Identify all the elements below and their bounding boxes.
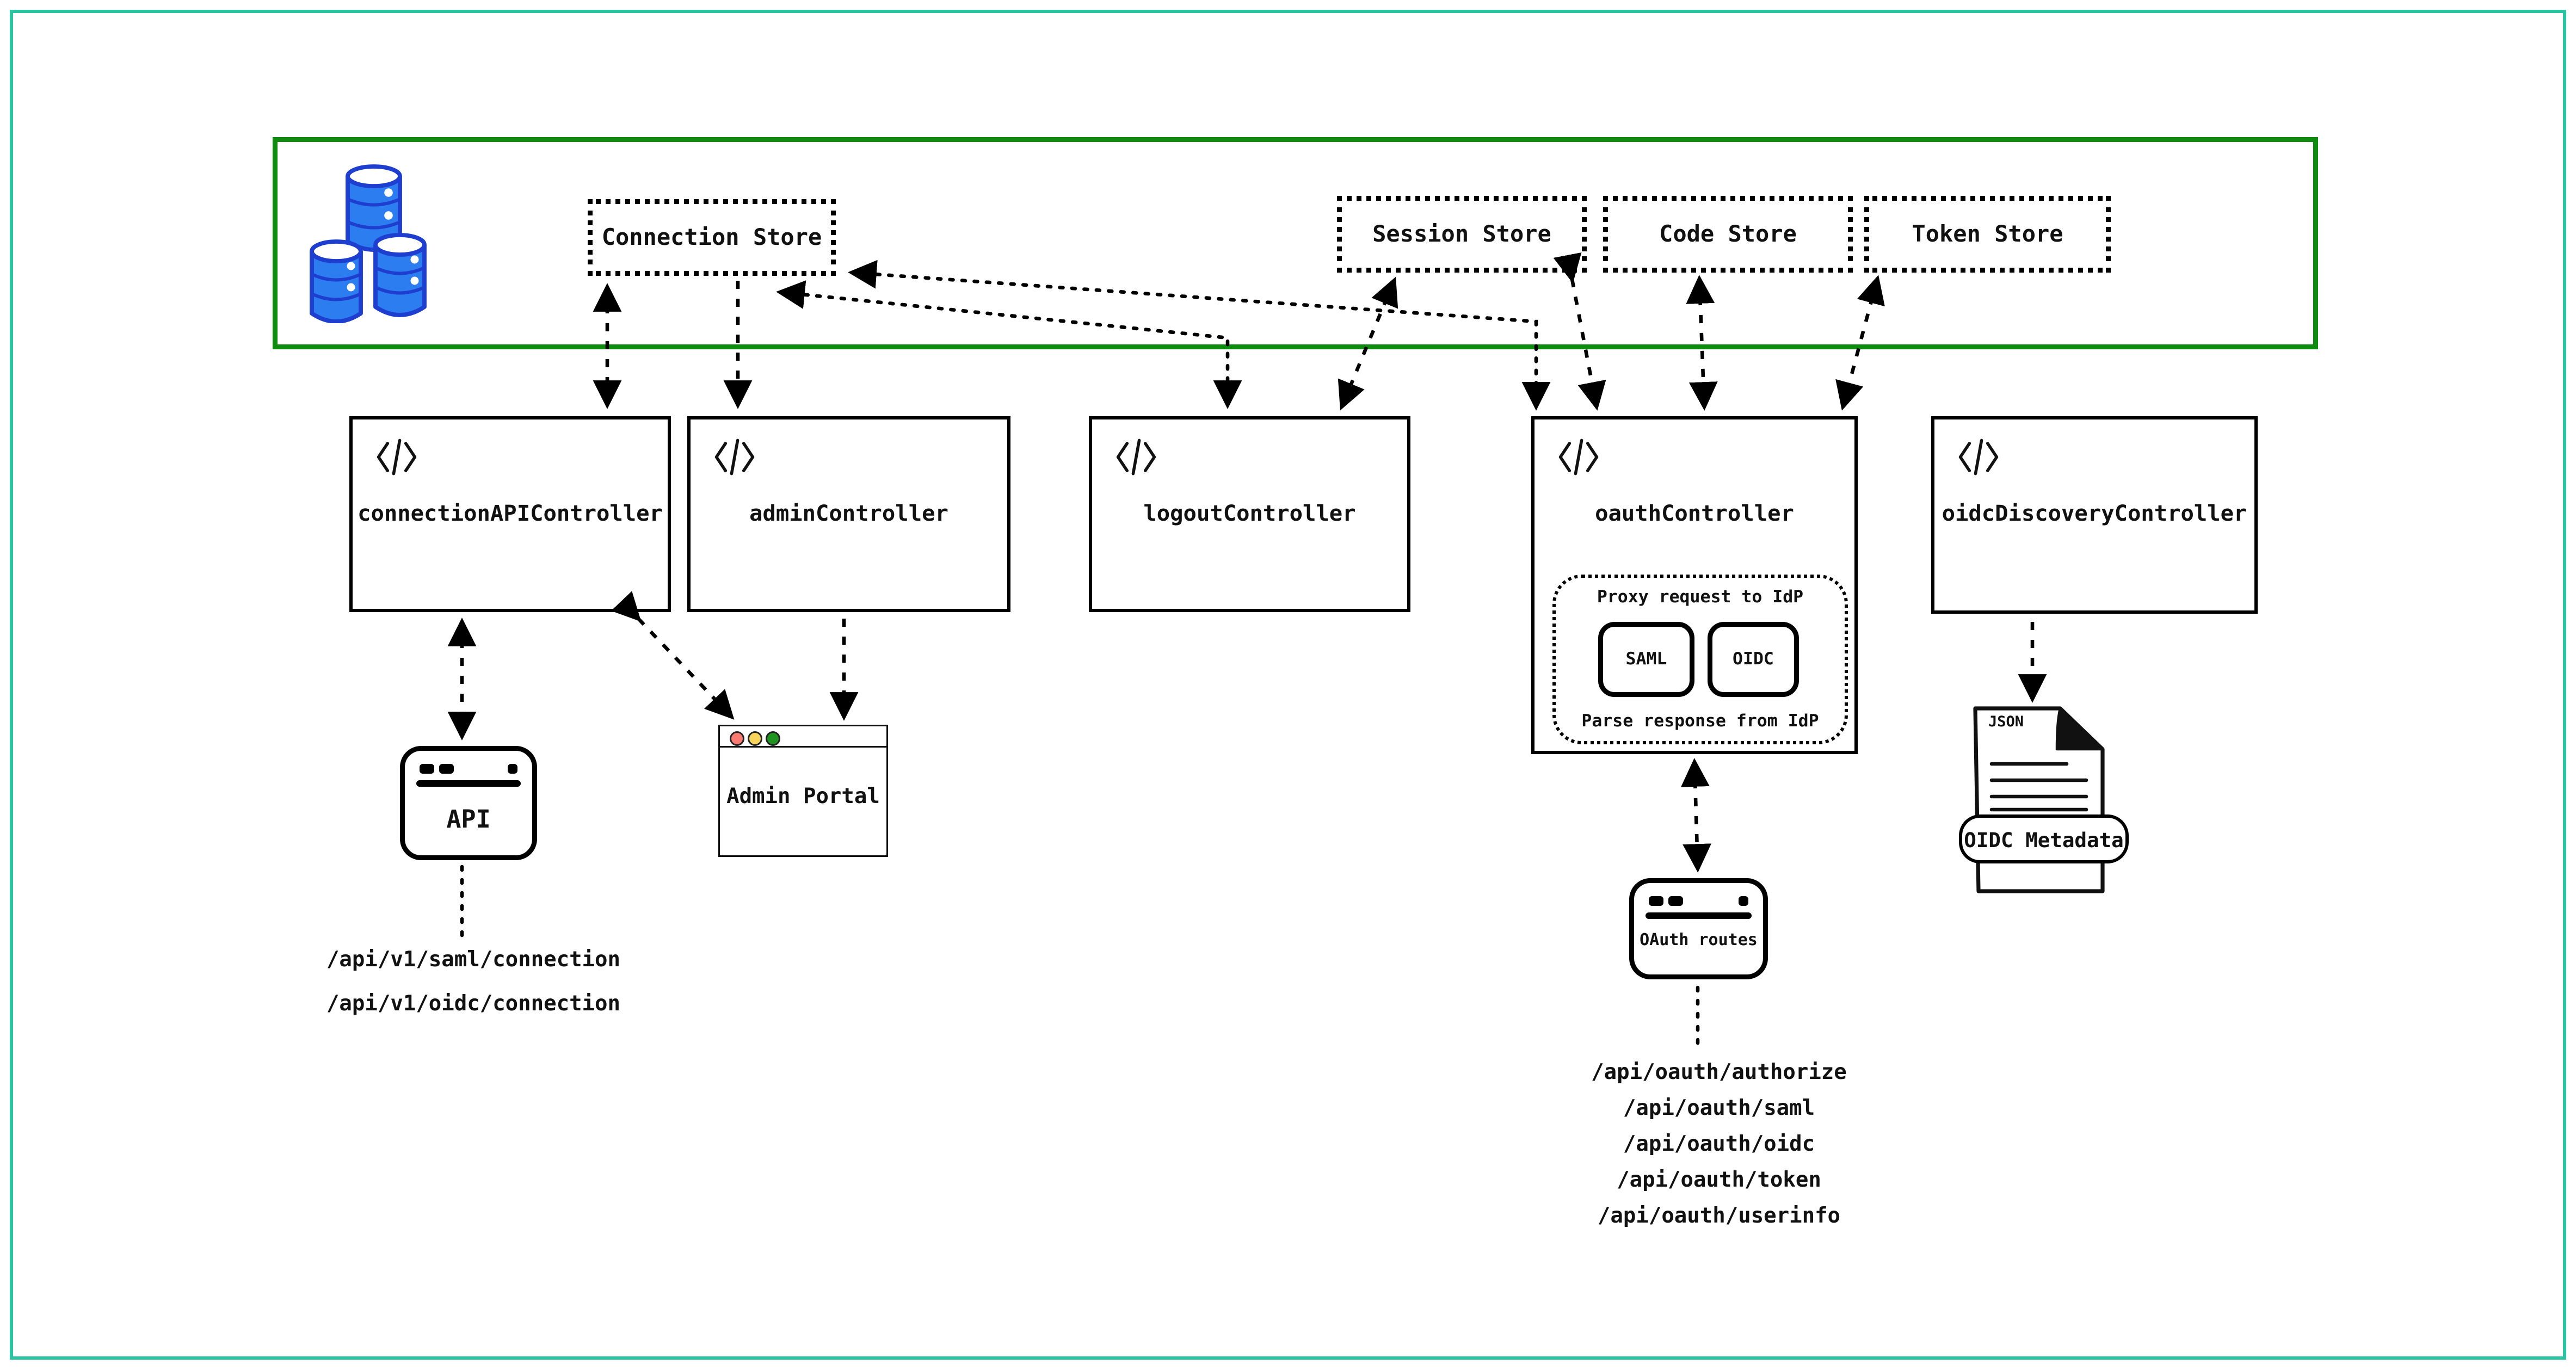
code-store-box: Code Store: [1603, 196, 1853, 273]
oauth-route-item: /api/oauth/saml: [1623, 1097, 1815, 1121]
oauth-controller-label: oauthController: [1595, 501, 1794, 527]
oauth-route-item: /api/oauth/userinfo: [1597, 1205, 1841, 1229]
saml-label: SAML: [1625, 650, 1667, 669]
oidc-protocol-box: OIDC: [1708, 622, 1799, 697]
api-window: API: [400, 746, 537, 860]
window-tab-icon: [439, 764, 454, 773]
proxy-request-label: Proxy request to IdP: [1597, 588, 1804, 607]
admin-portal-titlebar: [720, 726, 886, 748]
window-tab-icon: [1668, 896, 1683, 905]
connection-api-controller-label: connectionAPIController: [358, 501, 663, 527]
admin-controller-label: adminController: [749, 501, 948, 527]
code-icon: [1958, 439, 1999, 476]
token-store-box: Token Store: [1864, 196, 2111, 273]
oauth-routes-window-title: OAuth routes: [1640, 932, 1758, 950]
window-bar-icon: [1646, 912, 1752, 918]
oauth-routes-window: OAuth routes: [1629, 878, 1768, 979]
window-tab-icon: [420, 764, 434, 773]
code-icon: [1116, 439, 1156, 476]
window-dot-icon: [1737, 895, 1748, 906]
saml-protocol-box: SAML: [1598, 622, 1694, 697]
close-traffic-light-icon: [730, 730, 744, 745]
oauth-controller-box: oauthController Proxy request to IdP SAM…: [1531, 416, 1858, 754]
connection-api-controller-box: connectionAPIController: [349, 416, 671, 612]
api-window-title: API: [446, 805, 491, 834]
code-icon: [1558, 439, 1599, 476]
session-store-label: Session Store: [1372, 221, 1551, 248]
logout-controller-label: logoutController: [1143, 501, 1356, 527]
window-tab-icon: [1649, 896, 1663, 905]
code-icon: [714, 439, 755, 476]
oauth-route-item: /api/oauth/oidc: [1623, 1133, 1815, 1157]
logout-controller-box: logoutController: [1089, 416, 1410, 612]
code-icon: [377, 439, 417, 476]
admin-controller-box: adminController: [687, 416, 1010, 612]
oidc-metadata-band: OIDC Metadata: [1959, 814, 2129, 863]
oidc-metadata-label: OIDC Metadata: [1964, 826, 2124, 851]
idp-proxy-group: Proxy request to IdP SAML OIDC Parse res…: [1552, 575, 1848, 744]
connection-store-label: Connection Store: [601, 224, 822, 251]
outer-frame-border: [10, 10, 2566, 1360]
zoom-traffic-light-icon: [766, 730, 780, 745]
database-icon: [310, 164, 427, 323]
oauth-route-item: /api/oauth/authorize: [1591, 1061, 1847, 1085]
oidc-label: OIDC: [1733, 650, 1774, 669]
window-dot-icon: [507, 763, 517, 774]
parse-response-label: Parse response from IdP: [1581, 712, 1819, 731]
json-file-type-label: JSON: [1988, 715, 2024, 731]
code-store-label: Code Store: [1659, 221, 1797, 248]
api-route-item: /api/v1/oidc/connection: [326, 992, 620, 1017]
connection-store-box: Connection Store: [588, 199, 836, 276]
oauth-route-item: /api/oauth/token: [1617, 1169, 1821, 1193]
json-file-icon: [1973, 706, 2105, 893]
oidc-discovery-controller-label: oidcDiscoveryController: [1942, 501, 2247, 527]
session-store-box: Session Store: [1337, 196, 1587, 273]
token-store-label: Token Store: [1912, 221, 2063, 248]
api-route-item: /api/v1/saml/connection: [326, 948, 620, 973]
oidc-discovery-controller-box: oidcDiscoveryController: [1931, 416, 2258, 614]
window-bar-icon: [416, 780, 521, 786]
minimize-traffic-light-icon: [748, 730, 762, 745]
admin-portal-title: Admin Portal: [726, 785, 880, 810]
admin-portal-window: Admin Portal: [718, 725, 888, 857]
